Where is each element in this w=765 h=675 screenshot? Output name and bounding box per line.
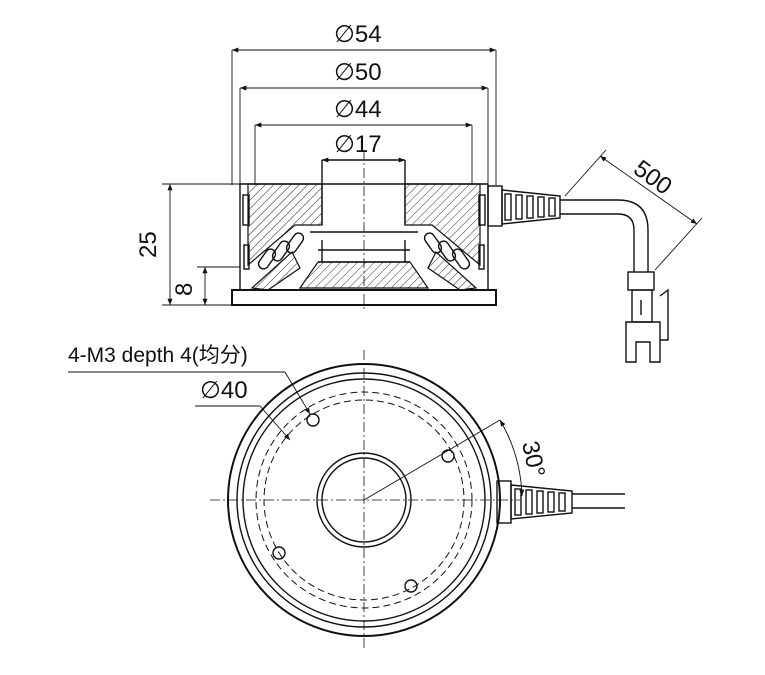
dim-height-8: 8: [171, 283, 198, 296]
mounting-hole: [441, 449, 455, 463]
holes-note-text: 4-M3 depth 4(均分): [68, 344, 248, 367]
cable-gland: [487, 185, 561, 227]
plan-cable-gland: [496, 480, 625, 524]
dim-d44: ∅44: [334, 96, 382, 123]
dim-height-25: 25: [135, 231, 162, 258]
cable: [560, 199, 649, 272]
plan-view: 30° 4-M3 depth 4(均分) ∅40: [68, 344, 625, 650]
led-array-right: [423, 232, 471, 270]
dim-d54: ∅54: [334, 21, 382, 48]
dim-angle-30: 30°: [516, 439, 550, 480]
dim-d50: ∅50: [334, 59, 382, 86]
led-array-left: [257, 232, 305, 270]
housing-body: [231, 150, 497, 312]
hole-note-leader: [68, 371, 311, 441]
holes-note: 4-M3 depth 4(均分): [68, 344, 248, 367]
dim-d40: ∅40: [200, 377, 248, 404]
dim-d17: ∅17: [334, 131, 382, 158]
section-view: ∅54 ∅50 ∅44 ∅17 25 8: [135, 21, 703, 363]
mounting-hole: [404, 579, 418, 593]
connector: [625, 271, 669, 363]
mounting-hole: [272, 546, 286, 560]
cable-length-dimension: [564, 149, 703, 271]
dim-cable-500: 500: [628, 155, 676, 200]
mounting-hole: [306, 413, 320, 427]
height-dimensions: [162, 183, 240, 306]
